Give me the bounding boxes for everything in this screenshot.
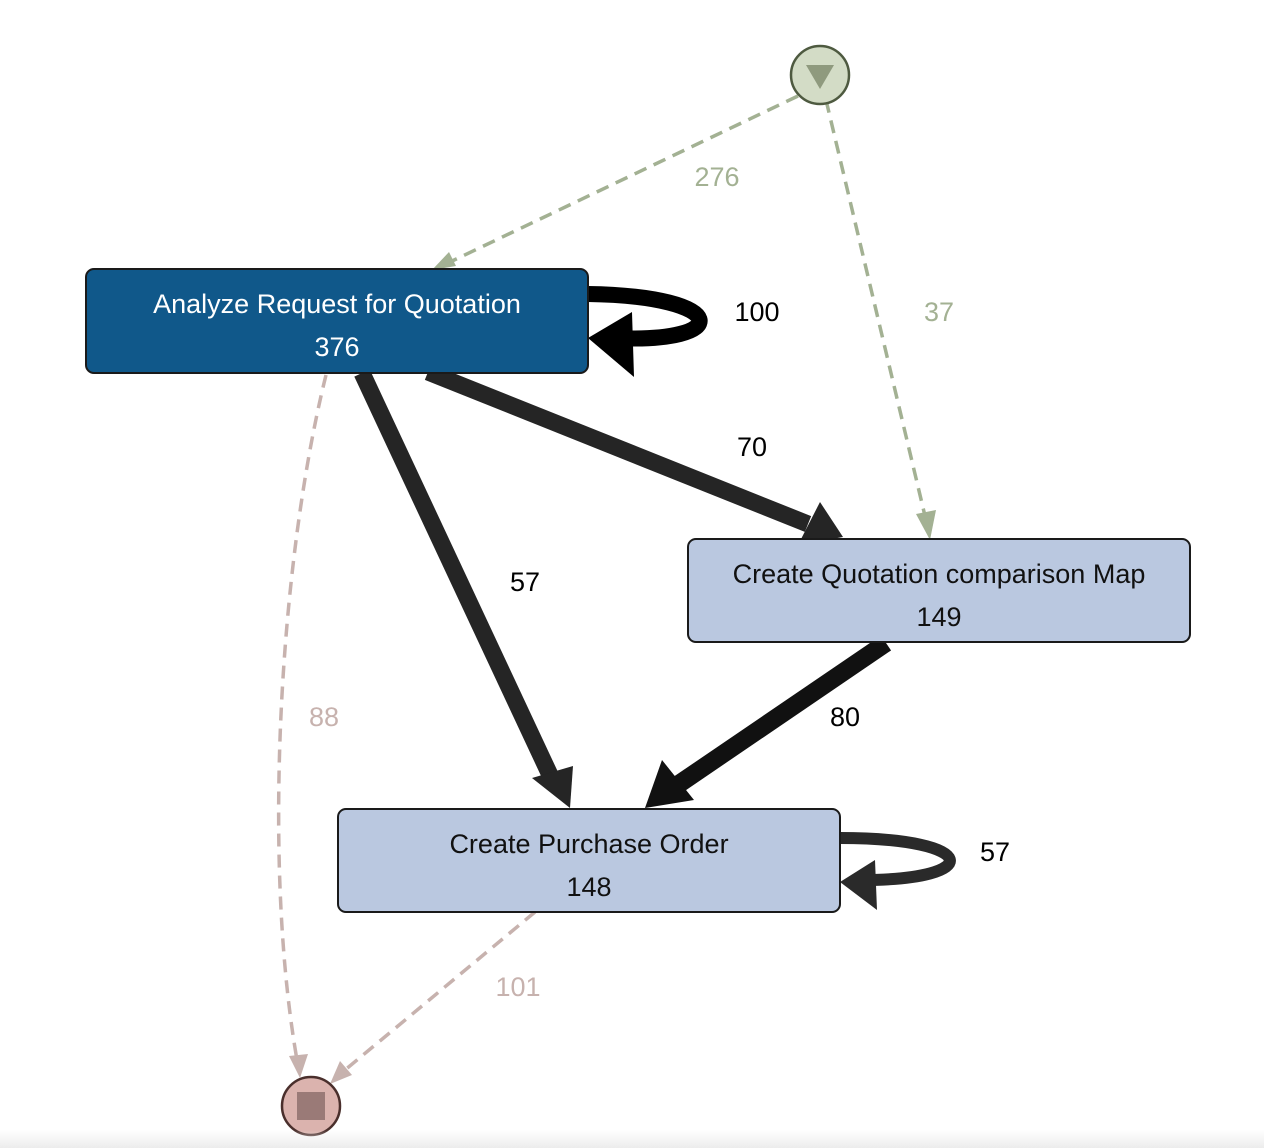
- edge-start-to-comparison-line: [824, 99, 927, 517]
- edge-comparison-to-purchase-line: [670, 635, 892, 794]
- node-create-purchase-order-count: 148: [566, 872, 611, 902]
- edge-comparison-to-purchase-arrow: [645, 760, 694, 808]
- edge-start-to-analyze-arrow: [432, 252, 456, 270]
- edge-purchase-to-end-arrow: [330, 1061, 352, 1084]
- node-analyze-request-label: Analyze Request for Quotation: [153, 289, 521, 319]
- node-create-purchase-order-box: [337, 808, 841, 913]
- bottom-edge-shade: [0, 1130, 1264, 1148]
- edge-label-88: 88: [309, 702, 339, 732]
- edge-comparison-to-purchase[interactable]: [645, 635, 892, 808]
- edge-analyze-to-purchase[interactable]: [354, 369, 573, 808]
- edge-start-to-analyze-line: [449, 94, 799, 264]
- square-stop-icon: [297, 1092, 325, 1120]
- start-event[interactable]: [789, 44, 851, 106]
- edge-label-276: 276: [694, 162, 739, 192]
- triangle-down-icon: [806, 65, 834, 89]
- edge-analyze-self-loop-arrow: [588, 312, 634, 377]
- node-create-purchase-order-label: Create Purchase Order: [449, 829, 728, 859]
- node-analyze-request[interactable]: Analyze Request for Quotation 376: [85, 268, 589, 374]
- edge-start-to-comparison[interactable]: [824, 99, 936, 540]
- node-create-quotation-comparison-label: Create Quotation comparison Map: [733, 559, 1146, 589]
- edge-start-to-comparison-arrow: [916, 510, 936, 540]
- edge-label-37: 37: [924, 297, 954, 327]
- node-create-quotation-comparison[interactable]: Create Quotation comparison Map 149: [687, 538, 1191, 643]
- node-create-purchase-order[interactable]: Create Purchase Order 148: [337, 808, 841, 913]
- node-analyze-request-box: [85, 268, 589, 374]
- node-create-quotation-comparison-box: [687, 538, 1191, 643]
- edge-analyze-self-loop-line: [587, 286, 708, 347]
- edge-analyze-to-purchase-line: [354, 369, 558, 779]
- edge-analyze-to-end-line: [276, 374, 328, 1061]
- node-create-quotation-comparison-count: 149: [916, 602, 961, 632]
- edge-label-57-a: 57: [510, 567, 540, 597]
- edge-analyze-self-loop[interactable]: [587, 286, 708, 377]
- end-event[interactable]: [280, 1075, 342, 1137]
- edge-label-101: 101: [495, 972, 540, 1002]
- edge-analyze-to-comparison[interactable]: [424, 364, 843, 545]
- edge-purchase-self-loop[interactable]: [839, 832, 956, 910]
- edge-start-to-analyze[interactable]: [432, 94, 799, 270]
- edge-label-70: 70: [737, 432, 767, 462]
- node-analyze-request-count: 376: [314, 332, 359, 362]
- edge-analyze-to-end[interactable]: [276, 374, 328, 1078]
- edge-label-57-b: 57: [980, 837, 1010, 867]
- edge-purchase-to-end[interactable]: [330, 910, 537, 1084]
- edge-analyze-to-comparison-arrow: [798, 502, 843, 545]
- edge-purchase-self-loop-line: [839, 832, 956, 886]
- edge-analyze-to-purchase-arrow: [532, 766, 573, 808]
- edge-label-80: 80: [830, 702, 860, 732]
- edge-analyze-to-end-arrow: [289, 1054, 308, 1078]
- edge-analyze-to-comparison-line: [424, 364, 812, 532]
- edge-label-100: 100: [734, 297, 779, 327]
- edge-purchase-self-loop-arrow: [840, 860, 877, 910]
